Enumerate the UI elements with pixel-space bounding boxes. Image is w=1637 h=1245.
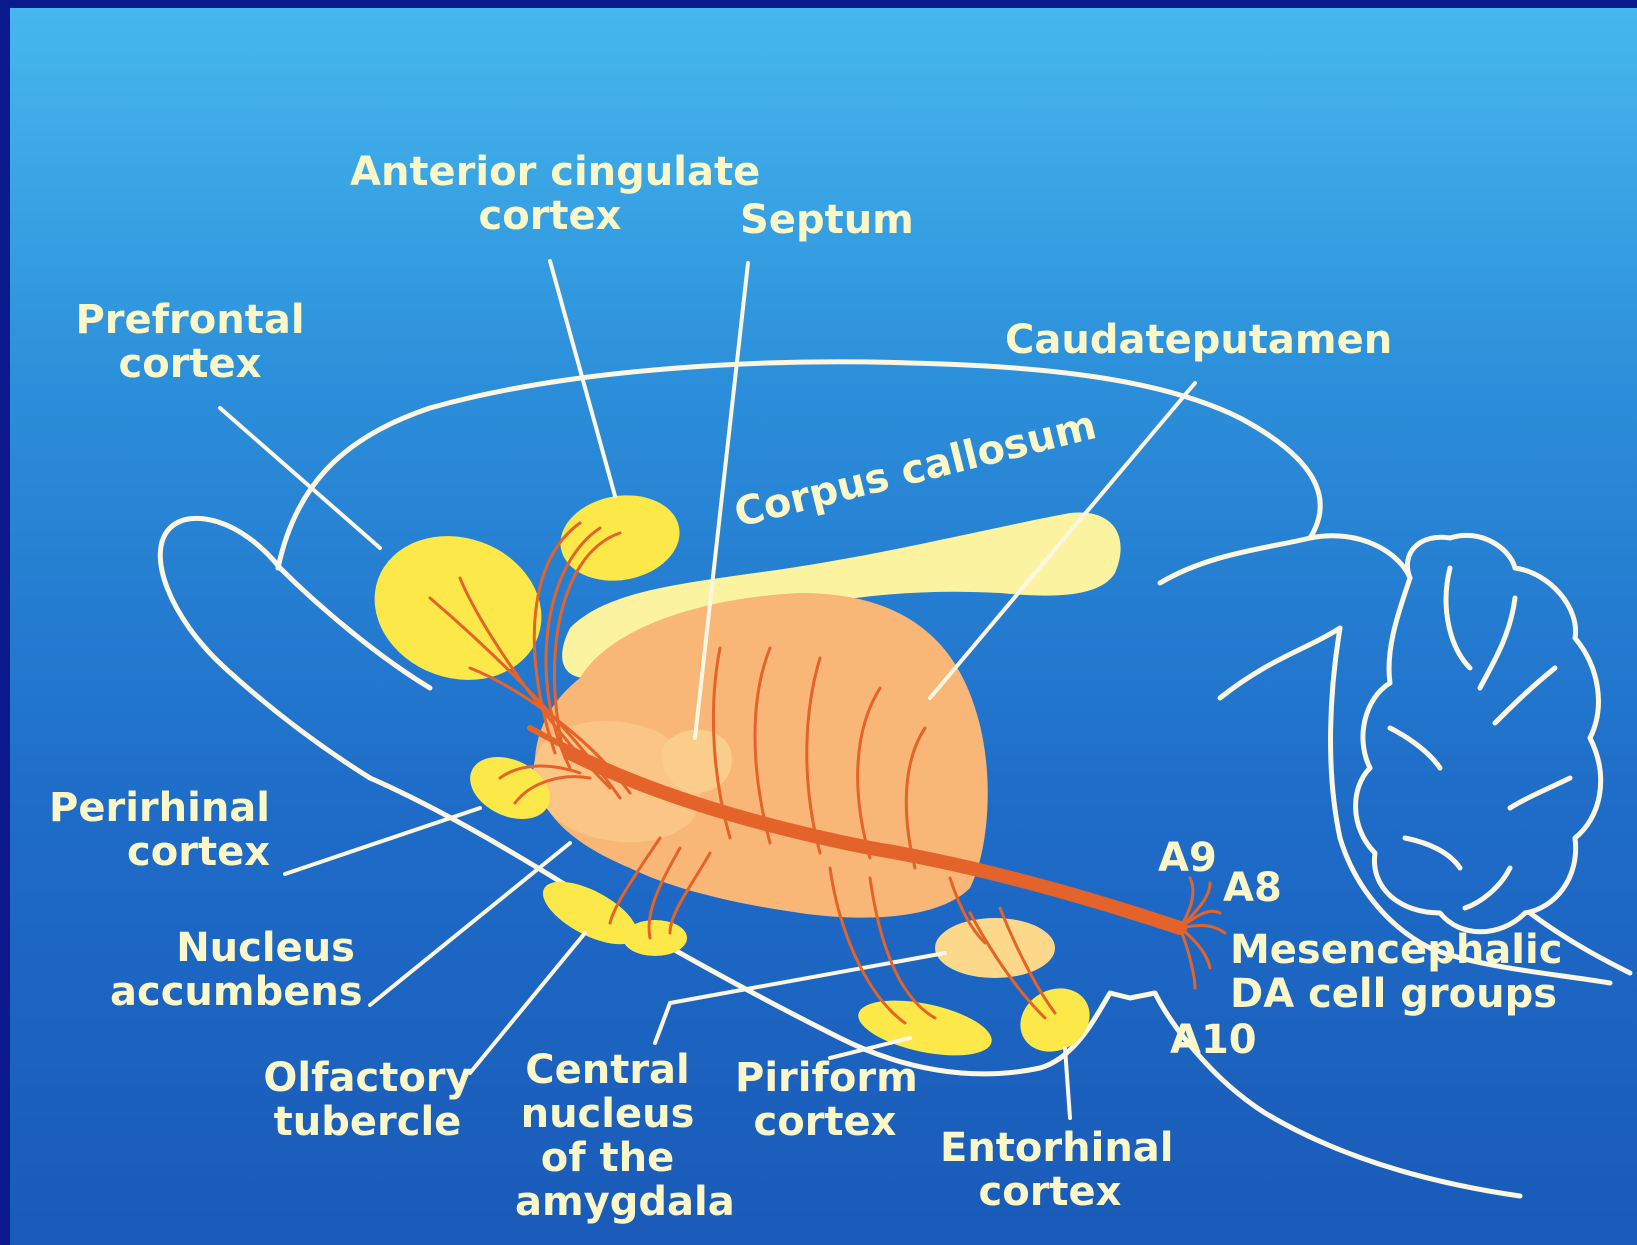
leader-perirhinal bbox=[285, 808, 480, 874]
olfactory-tubercle-shape-2 bbox=[623, 920, 687, 956]
entorhinal-cortex-shape bbox=[1009, 976, 1101, 1064]
leader-central-amygdala bbox=[655, 1003, 670, 1043]
label-prefrontal-cortex: Prefrontal cortex bbox=[70, 298, 310, 386]
cerebellum-folia-3 bbox=[1495, 668, 1555, 723]
leader-prefrontal bbox=[220, 408, 380, 548]
label-septum: Septum bbox=[740, 198, 914, 242]
leader-central-amygdala-2 bbox=[670, 953, 945, 1003]
label-piriform-cortex: Piriform cortex bbox=[735, 1056, 915, 1144]
label-olfactory-tubercle: Olfactory tubercle bbox=[260, 1056, 475, 1144]
label-entorhinal-cortex: Entorhinal cortex bbox=[940, 1126, 1160, 1214]
label-a9: A9 bbox=[1158, 836, 1217, 880]
label-caudateputamen: Caudateputamen bbox=[1005, 318, 1392, 362]
olfactory-bulb-outline bbox=[160, 518, 430, 778]
cerebellum-folia-1 bbox=[1446, 568, 1470, 668]
cerebellum-folia-4 bbox=[1390, 728, 1440, 768]
leader-nucleus-accumbens bbox=[370, 843, 570, 1005]
label-anterior-cingulate: Anterior cingulate cortex bbox=[350, 150, 750, 238]
prefrontal-cortex-shape bbox=[354, 513, 562, 703]
cerebellum-folia-6 bbox=[1405, 838, 1460, 868]
label-a8: A8 bbox=[1223, 866, 1282, 910]
label-central-nucleus-amygdala: Central nucleus of the amygdala bbox=[515, 1048, 700, 1224]
label-mesencephalic-da-cell-groups: Mesencephalic DA cell groups bbox=[1230, 928, 1562, 1016]
diagram-slide: Anterior cingulate cortex Septum Prefron… bbox=[10, 8, 1637, 1245]
midbrain-lower-outline bbox=[1220, 628, 1340, 698]
label-a10: A10 bbox=[1170, 1018, 1257, 1062]
label-perirhinal-cortex: Perirhinal cortex bbox=[40, 786, 270, 874]
cerebellum-folia-7 bbox=[1465, 868, 1510, 908]
midbrain-upper-outline bbox=[1160, 536, 1410, 583]
leader-entorhinal bbox=[1065, 1048, 1070, 1118]
anterior-cingulate-shape bbox=[554, 486, 687, 590]
cerebellum-outline bbox=[1356, 535, 1601, 931]
cerebellum-folia-5 bbox=[1510, 778, 1570, 808]
cerebellum-folia-2 bbox=[1480, 598, 1515, 688]
central-amygdala-shape bbox=[935, 918, 1055, 978]
label-nucleus-accumbens: Nucleus accumbens bbox=[110, 926, 355, 1014]
